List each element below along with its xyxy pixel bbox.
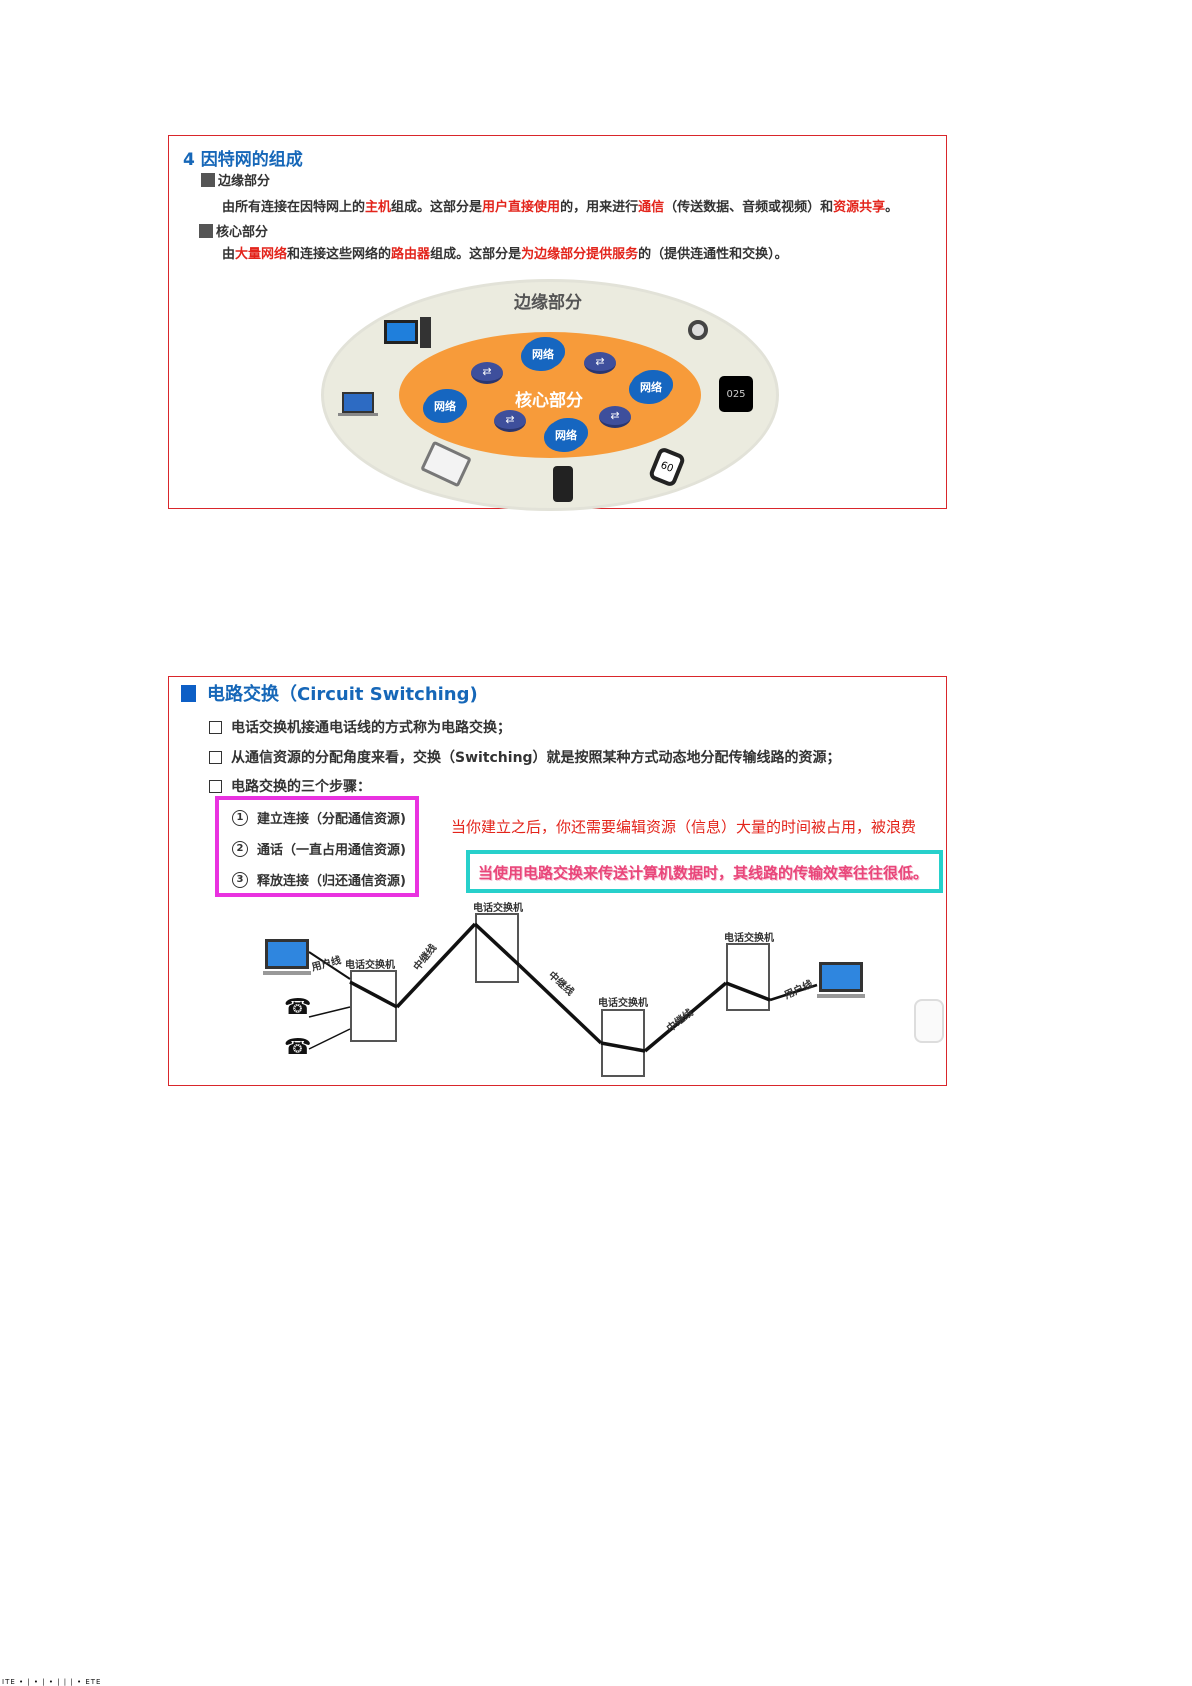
telephone-icon: ☎ (284, 1035, 312, 1060)
slide-circuit-switching: 电路交换（Circuit Switching) 电话交换机接通电话线的方式称为电… (168, 676, 947, 1086)
core-label: 核心部分 (515, 391, 583, 411)
checkbox-bullet-icon (209, 750, 222, 764)
router-icon: ⇄ (494, 410, 526, 432)
webcam-icon (688, 320, 708, 340)
edge-label: 边缘部分 (514, 293, 582, 313)
slide-title: 4 因特网的组成 (183, 150, 303, 170)
laptop-base (338, 413, 378, 416)
highlight-term: 用户直接使用 (482, 200, 561, 215)
core-heading: 核心部分 (199, 221, 268, 240)
switch-label: 电话交换机 (598, 998, 648, 1009)
router-icon: ⇄ (471, 362, 503, 384)
core-paragraph: 由大量网络和连接这些网络的路由器组成。这部分是为边缘部分提供服务的（提供连通性和… (222, 243, 788, 262)
square-bullet-icon (181, 684, 196, 702)
network-cloud-icon: 网络 (523, 339, 563, 369)
text-run: 组成。这部分是 (391, 200, 483, 215)
router-icon: ⇄ (584, 352, 616, 374)
highlight-term: 大量网络 (235, 247, 288, 262)
highlight-term: 路由器 (391, 247, 431, 262)
text-run: 的（提供连通性和交换）。 (638, 247, 788, 262)
side-widget-icon[interactable] (914, 999, 944, 1043)
highlight-term: 通信 (638, 200, 665, 215)
text-run: 。 (885, 200, 899, 215)
slide-title: 电路交换（Circuit Switching) (181, 680, 478, 706)
text-run: 和连接这些网络的 (287, 247, 392, 262)
step-item: 1 建立连接（分配通信资源) (232, 808, 406, 827)
laptop-icon (265, 939, 309, 969)
switch-label: 电话交换机 (345, 960, 395, 971)
highlight-term: 资源共享 (833, 200, 886, 215)
tv-box-icon: 025 (719, 376, 753, 412)
highlight-term: 为边缘部分提供服务 (521, 247, 639, 262)
telephone-icon: ☎ (284, 995, 312, 1020)
switch-label: 电话交换机 (724, 933, 774, 944)
phone-switch (475, 913, 519, 983)
laptop-icon (819, 962, 863, 992)
laptop-base (817, 994, 865, 998)
text-run: 由所有连接在因特网上的 (222, 200, 366, 215)
text-run: （传送数据、音频或视频）和 (664, 200, 834, 215)
steps-box: 1 建立连接（分配通信资源) 2 通话（一直占用通信资源) 3 释放连接（归还通… (215, 796, 419, 897)
phone-switch (726, 943, 770, 1011)
square-bullet-icon (201, 172, 215, 187)
text-run: 由 (222, 247, 236, 262)
text-run: 的，用来进行 (560, 200, 639, 215)
laptop-icon (342, 392, 374, 413)
square-bullet-icon (199, 223, 213, 238)
text-run: 组成。这部分是 (430, 247, 522, 262)
footer-text: ITE • | • | • | | | • ETE (2, 1678, 102, 1686)
desktop-tower-icon (420, 317, 431, 348)
router-icon: ⇄ (599, 406, 631, 428)
slide-internet-composition: 4 因特网的组成 边缘部分 由所有连接在因特网上的主机组成。这部分是用户直接使用… (168, 135, 947, 511)
highlight-term: 主机 (365, 200, 392, 215)
laptop-base (263, 971, 311, 975)
step-item: 2 通话（一直占用通信资源) (232, 839, 406, 858)
bullet-item: 电路交换的三个步骤： (209, 776, 371, 796)
smartphone-icon (553, 466, 573, 502)
desktop-monitor-icon (384, 320, 418, 344)
bullet-item: 从通信资源的分配角度来看，交换（Switching）就是按照某种方式动态地分配传… (209, 747, 841, 767)
circuit-path (308, 922, 818, 1053)
network-cloud-icon: 网络 (546, 420, 586, 450)
switch-label: 电话交换机 (473, 903, 523, 914)
edge-paragraph: 由所有连接在因特网上的主机组成。这部分是用户直接使用的，用来进行通信（传送数据、… (222, 196, 898, 215)
bullet-item: 电话交换机接通电话线的方式称为电路交换； (209, 717, 511, 737)
annotation-note: 当你建立之后，你还需要编辑资源（信息）大量的时间被占用，被浪费 (451, 818, 917, 836)
checkbox-bullet-icon (209, 779, 222, 793)
edge-heading: 边缘部分 (201, 170, 270, 189)
efficiency-callout: 当使用电路交换来传送计算机数据时，其线路的传输效率往往很低。 (466, 850, 943, 893)
step-item: 3 释放连接（归还通信资源) (232, 870, 406, 889)
checkbox-bullet-icon (209, 720, 222, 734)
network-cloud-icon: 网络 (631, 372, 671, 402)
network-cloud-icon: 网络 (425, 391, 465, 421)
